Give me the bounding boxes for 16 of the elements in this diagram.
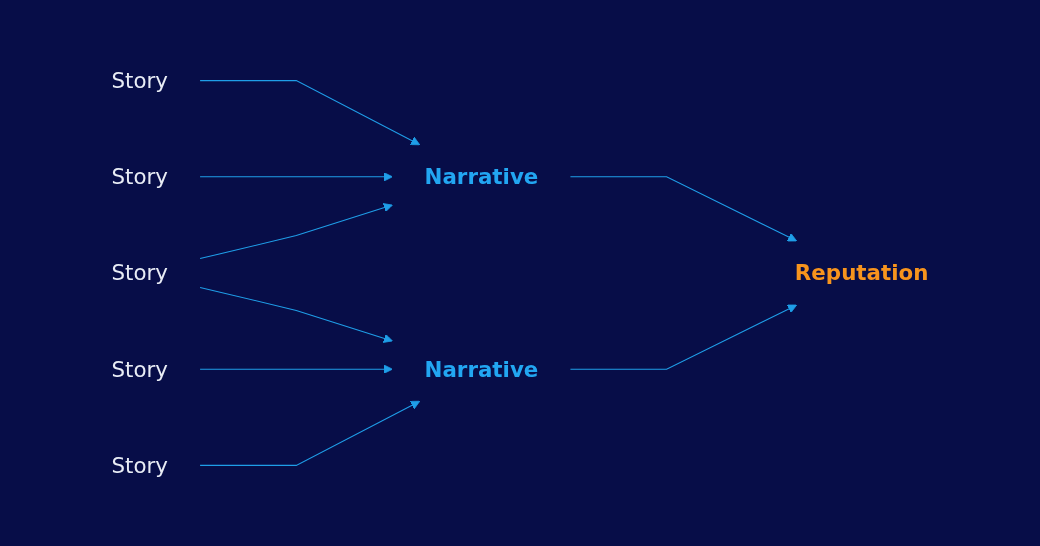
node-text: Story	[111, 260, 169, 286]
node-text: Story	[111, 67, 169, 94]
arrow	[569, 304, 798, 370]
node-text: Reputation	[794, 260, 929, 286]
node-text: Story	[111, 356, 169, 383]
node-text: Story	[111, 163, 169, 190]
arrow	[199, 80, 421, 146]
node-text: Story	[111, 452, 169, 479]
node-text: Narrative	[424, 163, 539, 190]
arrow	[199, 364, 393, 374]
arrow	[199, 172, 393, 182]
arrow	[199, 286, 393, 343]
arrow	[199, 203, 393, 260]
node-text: Narrative	[424, 356, 539, 383]
arrow	[199, 400, 421, 466]
arrow	[569, 176, 798, 242]
